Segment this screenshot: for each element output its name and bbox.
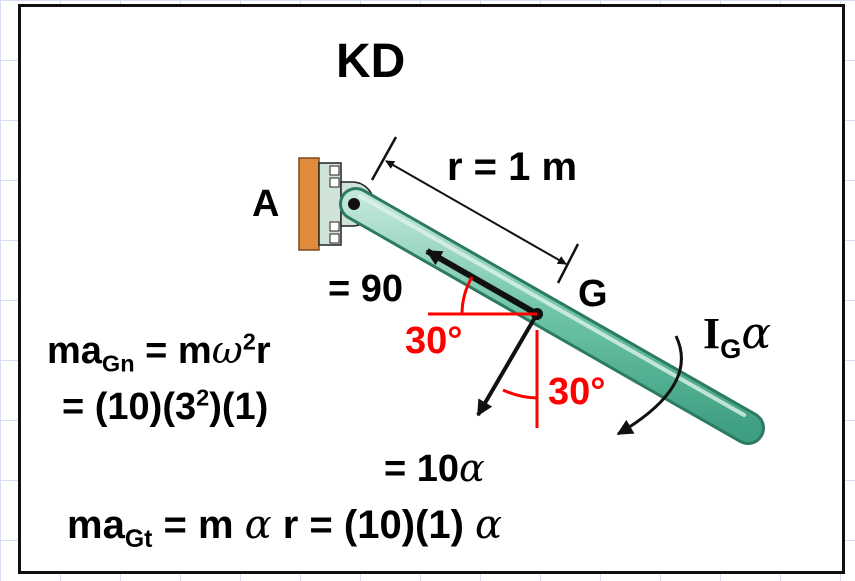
normal-value-label: = 90 [328,268,404,310]
angle-label-1: 30° [405,320,463,362]
angle-label-2: 30° [548,371,606,413]
angle-arc-1 [460,276,474,315]
inertia-moment-label: IGα [703,308,772,364]
pin-a [348,198,360,210]
dim-tick-g [556,243,580,284]
normal-accel-substitution: = (10)(32)(1) [62,384,269,428]
center-label-g: G [578,273,608,315]
pin-label-a: A [252,183,280,225]
wall-plate [298,157,320,251]
diagram-title: KD [336,35,406,88]
normal-accel-equation: maGn = mω2r [47,328,271,377]
radius-label: r = 1 m [447,145,578,189]
angle-arc-2 [502,388,538,400]
diagram-frame [18,4,845,574]
normal-accel-arrow [425,248,539,317]
dim-tick-a [370,136,398,181]
dim-line-r [385,160,567,265]
tangential-accel-arrow [476,312,539,417]
moment-arrow [616,335,683,436]
tangential-accel-equation: maGt = m α r = (10)(1) α [67,502,503,553]
tangential-value-label: = 10α [384,446,485,490]
